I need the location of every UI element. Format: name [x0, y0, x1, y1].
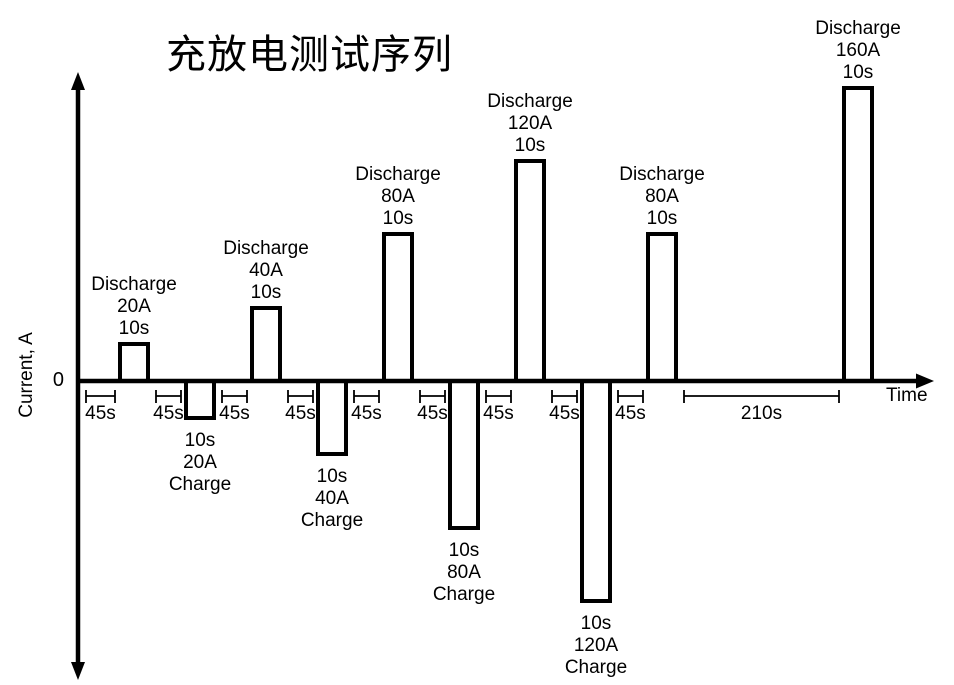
- discharge-pulse-bar: [646, 232, 678, 383]
- charge-pulse-bar: [184, 379, 216, 420]
- rest-duration-label: 210s: [741, 403, 782, 424]
- discharge-pulse-label-line: 10s: [647, 208, 678, 229]
- rest-duration-label: 45s: [153, 403, 184, 424]
- discharge-pulse-bar: [250, 306, 282, 383]
- discharge-pulse-bar: [842, 86, 874, 383]
- charge-pulse-label-line: Charge: [565, 657, 627, 678]
- discharge-pulse-bar: [382, 232, 414, 383]
- discharge-pulse-label-line: Discharge: [91, 274, 177, 295]
- discharge-pulse-label-line: 80A: [645, 186, 679, 207]
- charge-pulse-label-line: 10s: [185, 430, 216, 451]
- charge-pulse-label-line: 10s: [449, 540, 480, 561]
- y-axis-top-arrowhead: [71, 72, 85, 90]
- rest-duration-label: 45s: [615, 403, 646, 424]
- discharge-pulse-label-line: 20A: [117, 296, 151, 317]
- discharge-pulse-bar: [514, 159, 546, 383]
- rest-duration-label: 45s: [351, 403, 382, 424]
- y-axis-bottom-arrowhead: [71, 662, 85, 680]
- charge-pulse-label-line: 120A: [574, 635, 619, 656]
- chart-title: 充放电测试序列: [166, 33, 453, 77]
- charge-pulse-label-line: 10s: [317, 466, 348, 487]
- x-axis-arrowhead: [916, 373, 934, 389]
- discharge-pulse-label-line: Discharge: [619, 164, 705, 185]
- discharge-pulse-label-line: Discharge: [815, 18, 901, 39]
- charge-pulse-label-line: 10s: [581, 613, 612, 634]
- charge-pulse-label-line: Charge: [301, 510, 363, 531]
- rest-duration-label: 45s: [219, 403, 250, 424]
- discharge-pulse-label-line: Discharge: [355, 164, 441, 185]
- discharge-pulse-label-line: Discharge: [223, 238, 309, 259]
- charge-pulse-label-line: 20A: [183, 452, 217, 473]
- discharge-pulse-label-line: 160A: [836, 40, 881, 61]
- discharge-pulse-label-line: 10s: [251, 282, 282, 303]
- discharge-pulse-label-line: 10s: [843, 62, 874, 83]
- x-axis-label: Time: [886, 385, 928, 406]
- discharge-pulse-label-line: 120A: [508, 113, 553, 134]
- discharge-pulse-label-line: 10s: [119, 318, 150, 339]
- discharge-pulse-bar: [118, 342, 150, 383]
- discharge-pulse-label-line: Discharge: [487, 91, 573, 112]
- charge-pulse-bar: [316, 379, 348, 456]
- rest-duration-label: 45s: [483, 403, 514, 424]
- charge-pulse-label-line: 80A: [447, 562, 481, 583]
- charge-pulse-label-line: Charge: [169, 474, 231, 495]
- charge-pulse-bar: [580, 379, 612, 603]
- discharge-pulse-label-line: 10s: [383, 208, 414, 229]
- discharge-pulse-label-line: 80A: [381, 186, 415, 207]
- rest-duration-label: 45s: [85, 403, 116, 424]
- charge-pulse-bar: [448, 379, 480, 530]
- zero-tick-label: 0: [52, 369, 64, 391]
- charge-pulse-label-line: 40A: [315, 488, 349, 509]
- rest-duration-label: 45s: [417, 403, 448, 424]
- charge-pulse-label-line: Charge: [433, 584, 495, 605]
- discharge-pulse-label-line: 10s: [515, 135, 546, 156]
- rest-duration-label: 45s: [549, 403, 580, 424]
- rest-duration-label: 45s: [285, 403, 316, 424]
- discharge-pulse-label-line: 40A: [249, 260, 283, 281]
